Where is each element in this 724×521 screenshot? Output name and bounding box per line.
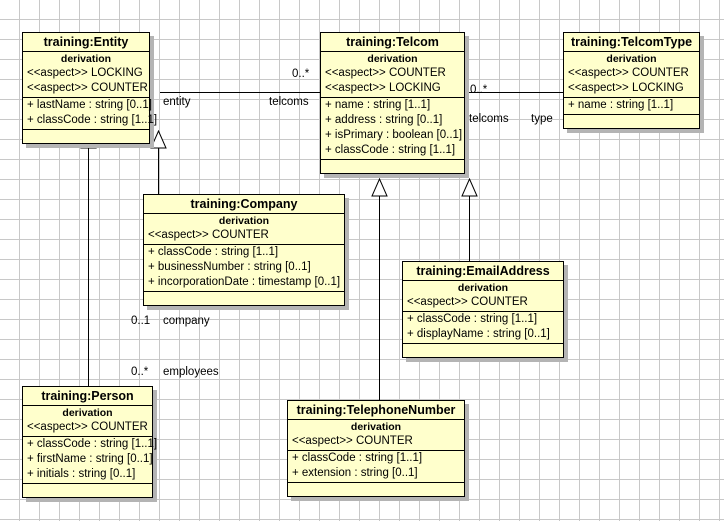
class-derivation-label: derivation [457,282,509,294]
class-aspect-block: derivation <<aspect>> COUNTER <<aspect>>… [321,52,464,98]
edge-label-company-role: company [163,315,210,327]
class-aspect-block: derivation <<aspect>> COUNTER [403,281,563,312]
class-aspect: <<aspect>> COUNTER [407,296,528,308]
generalization-telephonenumber-telcom-line [379,196,380,402]
class-attribute: + address : string [0..1] [325,114,443,126]
class-attribute: + classCode : string [1..1] [407,313,538,325]
class-operations-block [564,115,699,128]
class-attribute: + lastName : string [0..1] [27,99,152,111]
association-entity-telcom [160,92,320,93]
generalization-triangle-emailaddress [461,178,478,197]
class-attribute: + extension : string [0..1] [292,467,418,479]
class-derivation-label: derivation [218,215,270,227]
class-derivation-label: derivation [62,407,113,419]
class-operations-block [321,160,464,173]
uml-class-person[interactable]: training:Person derivation <<aspect>> CO… [22,386,158,498]
class-attribute: + displayName : string [0..1] [407,328,550,340]
class-attribute: + initials : string [0..1] [27,468,136,480]
class-aspect: <<aspect>> COUNTER [27,421,148,433]
class-attribute: + classCode : string [1..1] [27,114,158,126]
class-title: training:TelephoneNumber [288,401,464,420]
class-aspect: <<aspect>> LOCKING [325,82,441,94]
class-aspect: <<aspect>> COUNTER [325,67,446,79]
generalization-emailaddress-telcom-line [469,196,470,262]
class-title: training:Person [23,387,152,406]
class-attribute-block: + name : string [1..1] [564,98,699,115]
uml-class-telcomtype[interactable]: training:TelcomType derivation <<aspect>… [563,32,700,129]
edge-label-employees-role: employees [163,366,219,378]
class-attribute-block: + classCode : string [1..1] + businessNu… [144,245,344,292]
uml-class-telephonenumber[interactable]: training:TelephoneNumber derivation <<as… [287,400,465,497]
class-derivation-label: derivation [350,421,402,433]
edge-label-telcoms-role-left: telcoms [269,96,309,108]
edge-label-type-role: type [531,113,553,125]
class-attribute: + businessNumber : string [0..1] [148,261,311,273]
class-aspect-block: derivation <<aspect>> LOCKING <<aspect>>… [23,52,149,98]
class-attribute: + classCode : string [1..1] [325,144,456,156]
class-attribute-block: + name : string [1..1] + address : strin… [321,98,464,160]
class-title: training:Telcom [321,33,464,52]
association-telcom-telcomtype [465,92,563,93]
edge-label-employees-mult: 0..* [131,366,149,378]
class-title: training:TelcomType [564,33,699,52]
class-operations-block [144,292,344,305]
class-aspect: <<aspect>> COUNTER [568,67,689,79]
class-aspect-block: derivation <<aspect>> COUNTER [23,406,152,437]
class-attribute: + incorporationDate : timestamp [0..1] [148,276,341,288]
class-attribute-block: + lastName : string [0..1] + classCode :… [23,98,158,130]
class-derivation-label: derivation [60,53,112,65]
class-aspect-block: derivation <<aspect>> COUNTER [288,420,464,451]
class-title: training:Company [144,195,344,214]
class-attribute: + isPrimary : boolean [0..1] [325,129,463,141]
edge-label-telcoms-mult-right: 0..* [470,84,488,96]
class-attribute: + firstName : string [0..1] [27,453,153,465]
class-attribute: + classCode : string [1..1] [292,452,423,464]
class-attribute-block: + classCode : string [1..1] + displayNam… [403,312,563,344]
class-attribute-block: + classCode : string [1..1] + firstName … [23,437,158,484]
class-attribute: + name : string [1..1] [568,99,674,111]
class-aspect: <<aspect>> COUNTER [27,82,148,94]
class-attribute: + name : string [1..1] [325,99,431,111]
class-aspect: <<aspect>> LOCKING [568,82,684,94]
class-attribute: + classCode : string [1..1] [148,246,279,258]
class-attribute-block: + classCode : string [1..1] + extension … [288,451,464,483]
edge-label-telcoms-role-right: telcoms [469,113,509,125]
class-attribute: + classCode : string [1..1] [27,438,158,450]
class-aspect: <<aspect>> COUNTER [292,435,413,447]
class-aspect-block: derivation <<aspect>> COUNTER [144,214,344,245]
uml-class-telcom[interactable]: training:Telcom derivation <<aspect>> CO… [320,32,465,174]
edge-label-entity-role: entity [163,96,191,108]
class-derivation-label: derivation [606,53,657,65]
class-operations-block [288,483,464,496]
class-title: training:Entity [23,33,149,52]
class-aspect-block: derivation <<aspect>> COUNTER <<aspect>>… [564,52,699,98]
generalization-company-entity-line [158,148,159,196]
generalization-person-entity-line [88,148,89,388]
class-operations-block [403,344,563,357]
class-aspect: <<aspect>> COUNTER [148,229,269,241]
generalization-triangle-company [150,130,167,149]
edge-label-telcoms-mult-left: 0..* [292,68,310,80]
class-title: training:EmailAddress [403,262,563,281]
class-operations-block [23,484,152,497]
edge-label-company-mult: 0..1 [131,315,151,327]
uml-class-emailaddress[interactable]: training:EmailAddress derivation <<aspec… [402,261,564,358]
class-aspect: <<aspect>> LOCKING [27,67,143,79]
uml-class-entity[interactable]: training:Entity derivation <<aspect>> LO… [22,32,158,144]
uml-class-company[interactable]: training:Company derivation <<aspect>> C… [143,194,345,306]
class-operations-block [23,130,149,143]
class-derivation-label: derivation [367,53,418,65]
generalization-triangle-telephonenumber [371,178,388,197]
